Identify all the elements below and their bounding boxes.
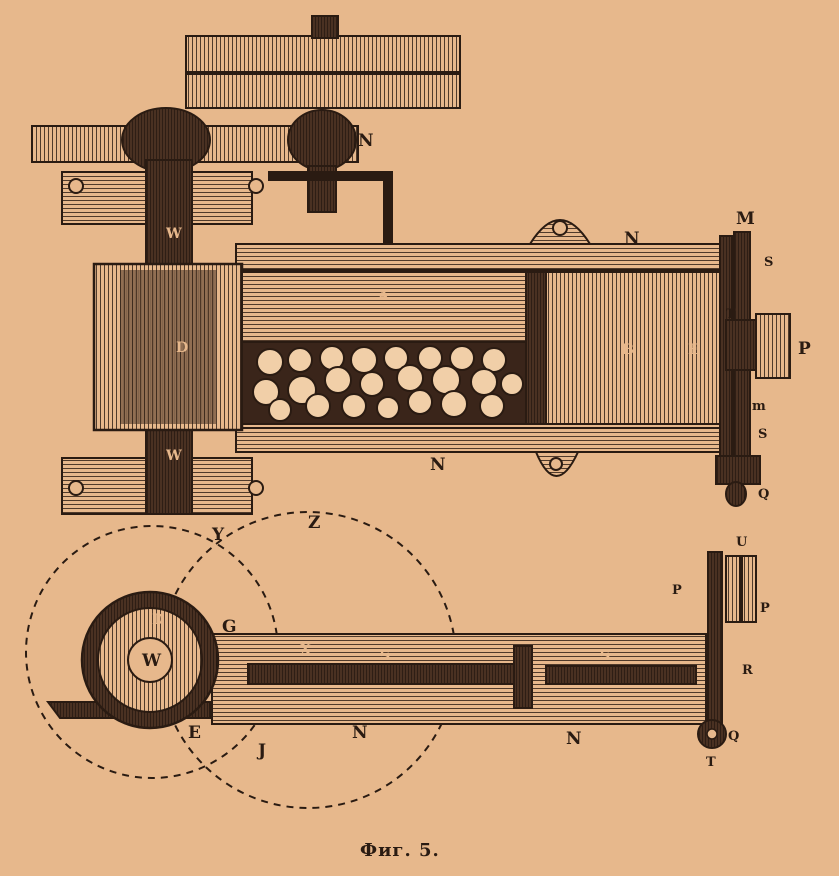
right-gear-column (697, 551, 757, 749)
label-n-left: N (352, 723, 368, 743)
label-n-bottom: N (430, 455, 446, 475)
label-w-bottom: W (165, 448, 182, 464)
label-s-top: S (764, 255, 773, 270)
label-z: Z (308, 513, 320, 533)
label-t-side: T (706, 755, 716, 770)
label-a: A (377, 288, 390, 304)
label-s-right: S (600, 648, 610, 664)
label-d: D (176, 340, 188, 356)
label-p: P (798, 339, 811, 359)
label-w-side: W (141, 651, 162, 671)
piston (525, 271, 721, 425)
label-q-side: Q (728, 729, 739, 744)
label-s-left: S (380, 648, 390, 664)
label-r: R (742, 663, 753, 678)
drum (92, 262, 244, 432)
side-view: Y Z G D W X S S N N E J U P P R Q T (25, 511, 770, 809)
label-n-gear: N (358, 131, 374, 151)
label-j: J (256, 741, 266, 761)
label-w-top: W (165, 226, 182, 242)
label-x: X (300, 642, 311, 658)
label-e: E (688, 342, 699, 358)
label-p-left: P (672, 583, 682, 598)
channel-a (241, 271, 527, 343)
top-view: N N N M S S P Q T m W W A B D E (31, 15, 811, 515)
label-t: T (726, 307, 736, 322)
peat-pieces (241, 341, 527, 425)
figure-caption: Фиг. 5. (360, 840, 440, 861)
label-d-side: D (152, 612, 164, 628)
press-body (235, 219, 733, 477)
label-e-side: E (188, 723, 201, 743)
label-u: U (736, 535, 748, 550)
main-shaft (145, 159, 193, 515)
rack-gear (715, 231, 791, 507)
gear-wheel (80, 590, 220, 730)
label-b: B (622, 342, 634, 358)
upper-pulleys (185, 15, 461, 109)
label-g: G (222, 617, 237, 637)
label-n-right: N (566, 729, 582, 749)
label-s-bottom: S (758, 427, 767, 442)
label-y: Y (211, 525, 225, 545)
label-n-top: N (624, 229, 640, 249)
label-q: Q (758, 487, 769, 502)
label-m: M (736, 209, 755, 229)
label-m-small: m (752, 399, 766, 414)
label-p-right: P (760, 601, 770, 616)
